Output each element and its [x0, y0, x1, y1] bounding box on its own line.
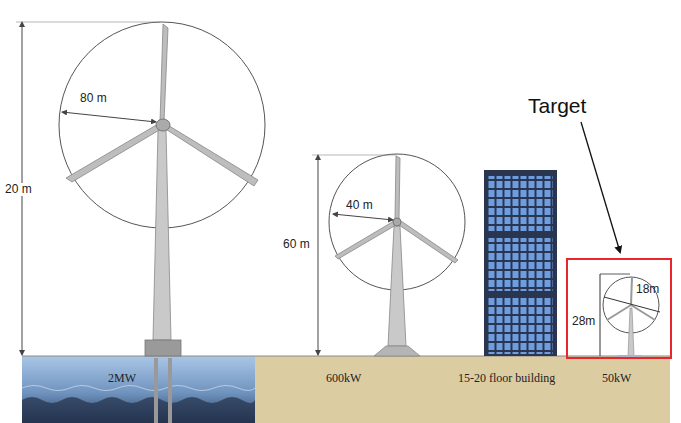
turbine-2mw — [59, 22, 265, 423]
capacity-label: 2MW — [108, 372, 136, 385]
ground — [255, 356, 670, 423]
diameter-dimension: 40 m — [346, 199, 373, 212]
building — [484, 170, 557, 356]
capacity-label: 600kW — [326, 372, 361, 385]
building-label: 15-20 floor building — [458, 372, 555, 385]
turbine-600kw — [329, 154, 465, 356]
diameter-dimension: 80 m — [80, 92, 107, 105]
dimension-label: 28m — [572, 315, 595, 328]
target-leader — [581, 122, 620, 252]
sea — [22, 356, 255, 423]
height-dimension: 20 m — [4, 183, 33, 196]
target-box: 18m 28m — [566, 258, 672, 359]
turbine-50kw — [603, 277, 659, 359]
capacity-label: 50kW — [602, 372, 631, 385]
dimension-label: 18m — [636, 283, 659, 296]
target-label: Target — [528, 94, 586, 117]
height-dimension: 60 m — [283, 238, 310, 251]
